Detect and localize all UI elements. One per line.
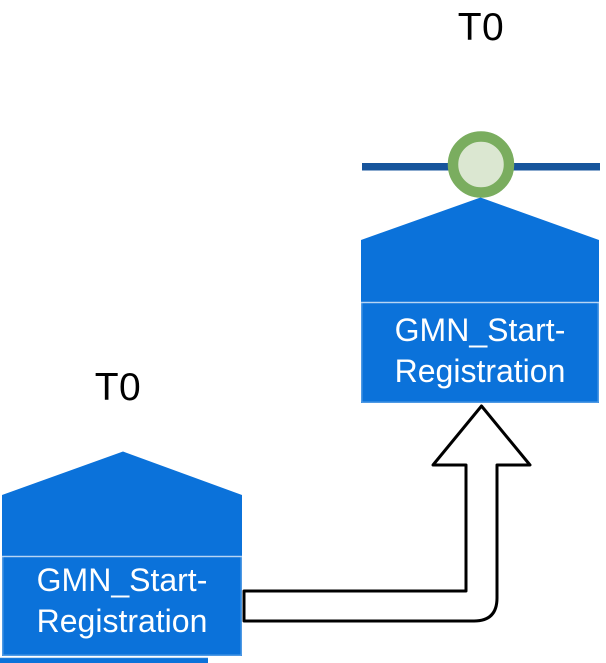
time-label-left: T0: [94, 366, 142, 409]
partial-block-bottom[interactable]: [0, 657, 208, 663]
process-block-left-shape[interactable]: [2, 451, 242, 657]
block-title-left: GMN_Start- Registration: [2, 560, 242, 642]
block-title-left-line1: GMN_Start-: [36, 562, 208, 598]
block-title-right: GMN_Start- Registration: [361, 310, 599, 392]
process-block-right-shape[interactable]: [361, 197, 599, 404]
block-title-right-line2: Registration: [394, 353, 566, 389]
time-label-right: T0: [457, 6, 505, 49]
block-title-left-line2: Registration: [36, 603, 208, 639]
event-marker-circle[interactable]: [447, 131, 515, 198]
block-title-right-line1: GMN_Start-: [394, 312, 566, 348]
connector-arrow[interactable]: [242, 404, 532, 623]
